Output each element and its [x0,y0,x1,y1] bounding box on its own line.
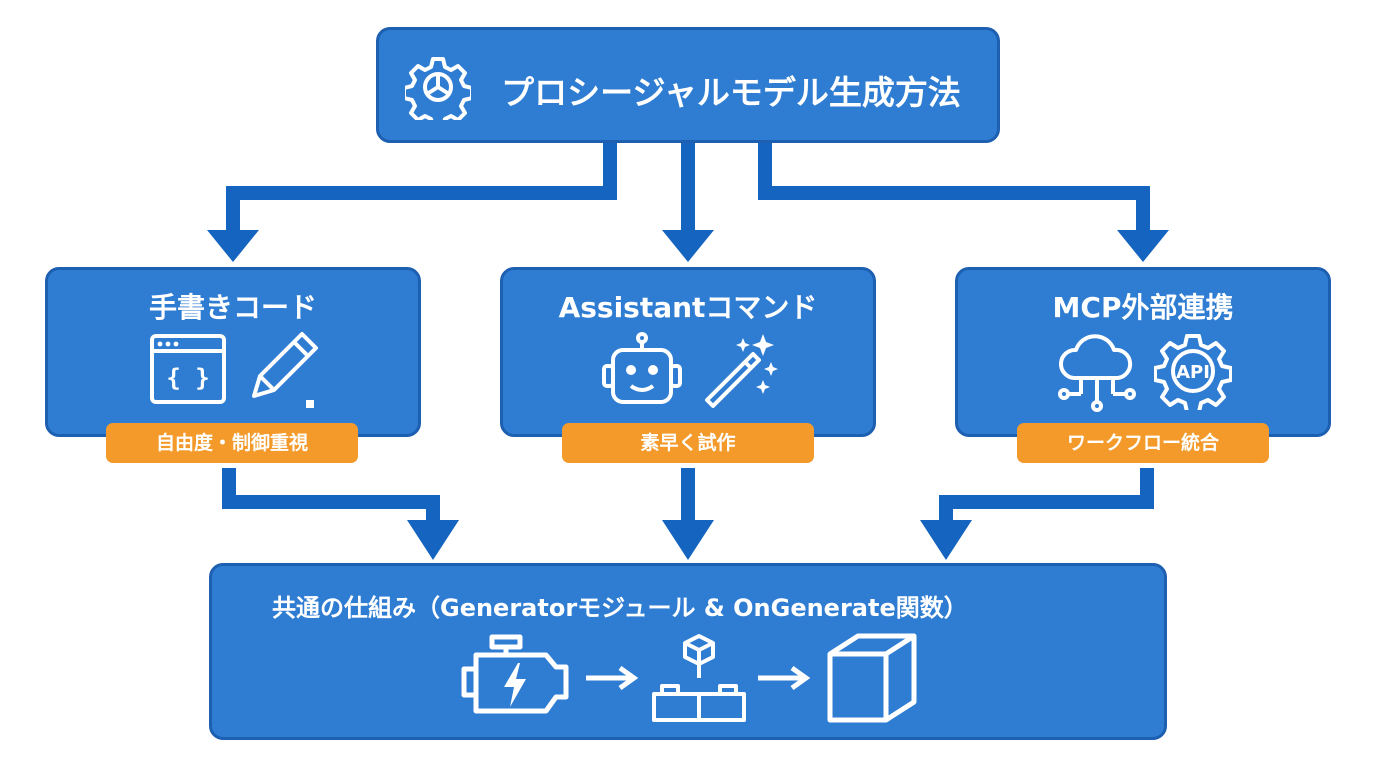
root-title: プロシージャルモデル生成方法 [501,73,961,112]
api-gear-icon: API [1154,334,1232,410]
arrowhead-mcp [1117,230,1169,262]
method-tag: 自由度・制御重視 [106,423,358,463]
arrow-right-icon [586,666,639,690]
method-title: 手書きコード [148,291,317,324]
api-label: API [1176,362,1210,383]
pencil-icon [252,332,318,408]
connector-mcp-to-common [939,468,1154,522]
common-title: 共通の仕組み（Generatorモジュール & OnGenerate関数） [272,594,968,622]
method-title: Assistantコマンド [558,291,818,324]
engine-icon [461,634,569,714]
arrow-right-icon [758,666,811,690]
magic-wand-icon [705,334,778,408]
method-tag: 素早く試作 [562,423,814,463]
robot-icon [602,332,682,404]
cube-icon [827,633,917,723]
arrowhead-common-left [407,520,459,560]
common-mechanism-box: 共通の仕組み（Generatorモジュール & OnGenerate関数） [209,563,1167,740]
arrowhead-common-right [920,520,972,560]
connector-code-to-common [222,468,440,522]
arrowhead-common-center [662,520,714,560]
root-box: プロシージャルモデル生成方法 [376,27,1000,143]
method-box-mcp-integration: MCP外部連携 API [955,267,1331,437]
code-window-icon: { } [150,334,226,404]
connector-root-to-code [226,142,617,232]
arrowhead-code [207,230,259,262]
arrowhead-assistant [662,230,714,262]
gear-icon [405,57,471,120]
method-box-assistant-command: Assistantコマンド [500,267,876,437]
method-box-handwritten-code: 手書きコード { } [45,267,421,437]
method-title: MCP外部連携 [1052,291,1234,324]
svg-text:{ }: { } [166,364,209,392]
building-blocks-icon [652,634,746,722]
connector-root-to-mcp [758,142,1150,232]
cloud-network-icon [1058,334,1136,412]
method-tag: ワークフロー統合 [1017,423,1269,463]
